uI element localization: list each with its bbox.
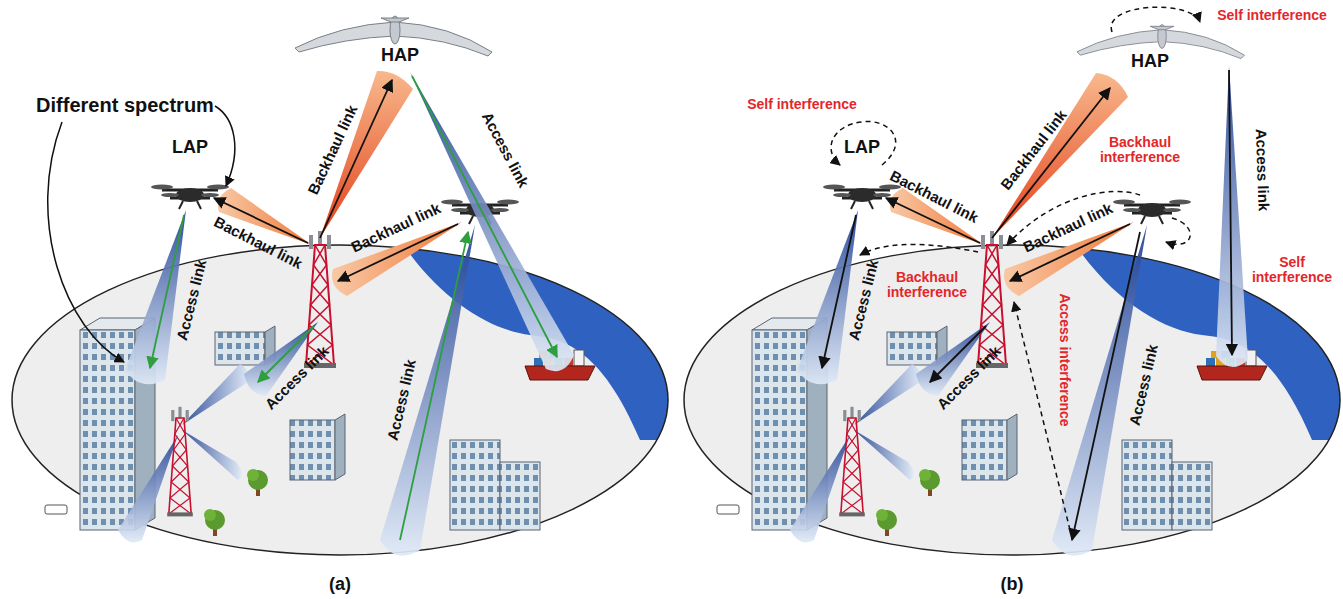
platform-label: HAP <box>381 46 419 66</box>
access-arrow <box>822 215 856 368</box>
interference-label: Backhaul interference <box>1093 135 1188 166</box>
link-label: Access link <box>478 110 531 191</box>
hap-access-beam <box>410 72 574 371</box>
access-arrow <box>1072 232 1140 540</box>
ground-scene <box>12 185 700 556</box>
panel-b-scene <box>684 7 1343 555</box>
link-label: Backhaul link <box>349 200 444 256</box>
link-label: Backhaul link <box>998 107 1071 193</box>
platform-label: LAP <box>844 138 880 158</box>
self-interference-loop <box>831 122 896 165</box>
link-label: Backhaul link <box>1021 200 1116 256</box>
hap-access-beam <box>1216 66 1248 367</box>
access-arrow <box>150 215 184 368</box>
ground-scene <box>684 185 1343 556</box>
subfigure-label: (b) <box>1001 575 1024 595</box>
self-interference-loop <box>1111 7 1200 32</box>
link-label: Access link <box>174 258 210 342</box>
link-label: Access link <box>385 358 420 442</box>
link-label: Access link <box>262 343 332 413</box>
note-label: Different spectrum <box>36 94 214 116</box>
interference-label: Self interference <box>747 97 857 112</box>
link-label: Access link <box>846 258 882 342</box>
link-label: Access link <box>1252 128 1271 211</box>
interference-label: Access interference <box>1056 293 1071 426</box>
platform-label: LAP <box>172 138 208 158</box>
access-arrow <box>1229 70 1232 355</box>
panel-a-scene <box>12 16 700 556</box>
pointer-arrow <box>215 106 235 186</box>
interference-label: Self interference <box>1217 8 1327 23</box>
link-label: Access link <box>1127 343 1162 427</box>
pointer-arrow <box>48 122 124 362</box>
link-label: Backhaul link <box>305 103 361 198</box>
platform-label: HAP <box>1131 52 1169 72</box>
interference-label: Self interference <box>1247 255 1337 286</box>
link-label: Backhaul link <box>211 214 305 273</box>
link-label: Backhaul link <box>887 168 981 227</box>
link-label: Access link <box>934 343 1004 413</box>
interference-arrow <box>860 244 978 255</box>
interference-label: Backhaul interference <box>882 270 972 301</box>
subfigure-label: (a) <box>329 575 351 595</box>
self-interference-loop <box>1166 218 1190 244</box>
